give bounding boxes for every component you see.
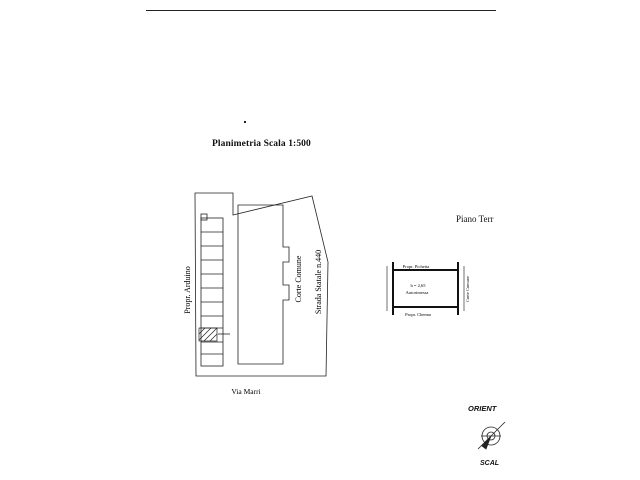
main-building bbox=[237, 204, 290, 365]
compass-scale-label: SCAL bbox=[480, 460, 500, 467]
road-label: Strada Statale n.440 bbox=[314, 250, 323, 314]
room-height-label: h = 2,65 bbox=[411, 283, 427, 289]
courtyard-label: Corte Comune bbox=[294, 255, 303, 302]
owner-bottom-label: Propr. Chenna bbox=[405, 312, 431, 317]
top-rule bbox=[146, 10, 496, 11]
owner-top-label: Propr. Pichetta bbox=[403, 264, 430, 269]
street-label: Via Marri bbox=[231, 387, 260, 396]
subject-unit bbox=[198, 327, 218, 342]
floor-label: Piano Terr bbox=[456, 214, 494, 224]
lot-outline bbox=[194, 192, 329, 377]
ink-dot bbox=[244, 121, 246, 123]
courtyard-side-label: Corte Comune bbox=[465, 276, 470, 302]
garage-strip bbox=[200, 217, 224, 367]
room-name-label: Autorimessa bbox=[406, 290, 429, 295]
plan-title: Planimetria Scala 1:500 bbox=[212, 139, 311, 149]
owner-left-label: Propr. Arduino bbox=[183, 266, 192, 314]
orientation-label: ORIENT bbox=[468, 404, 497, 413]
